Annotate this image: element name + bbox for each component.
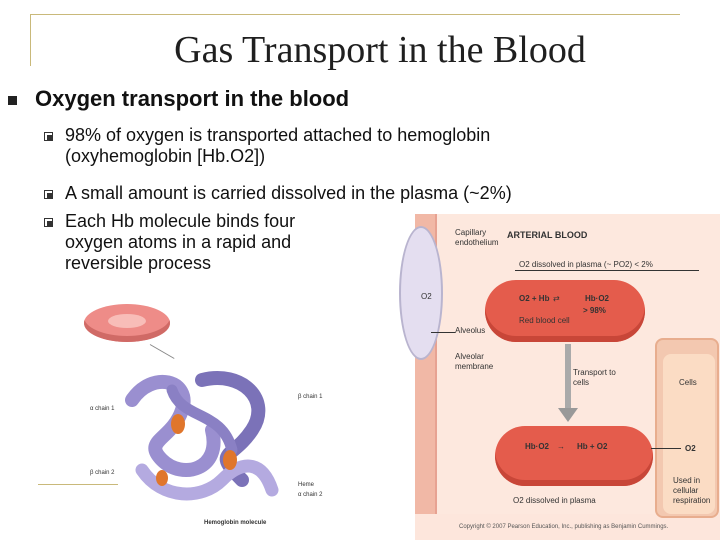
hemoglobin-molecule <box>125 371 279 501</box>
frame-left-line <box>30 14 31 66</box>
oxygen-transport-diagram: ARTERIAL BLOOD Capillary endothelium O2 … <box>399 214 720 540</box>
sub-bullet-3: Each Hb molecule binds four oxygen atoms… <box>65 211 295 274</box>
frame-top-line <box>30 14 680 15</box>
heme-label: Heme <box>298 482 315 488</box>
sub-bullet-2-line-1: A small amount is carried dissolved in t… <box>65 183 512 203</box>
o2-left-label: O2 <box>421 292 432 301</box>
alpha-chain-1-label: α chain 1 <box>90 406 115 412</box>
cells-label: Cells <box>679 378 697 387</box>
alveolar-membrane-label: Alveolar membrane <box>455 352 494 371</box>
reaction-top-left: O2 + Hb <box>519 294 550 303</box>
dissolved-bottom-label: O2 dissolved in plasma <box>513 496 596 505</box>
alveolus-shape <box>399 226 443 360</box>
sub-bullet-1-line-1: 98% of oxygen is transported attached to… <box>65 125 491 145</box>
used-label: Used in cellular respiration <box>673 476 711 505</box>
transport-label: Transport to cells <box>573 368 616 387</box>
o2-right-label: O2 <box>685 444 696 453</box>
red-blood-cell-top <box>485 280 645 342</box>
sub-bullet-2: A small amount is carried dissolved in t… <box>65 183 512 204</box>
arrow-icon: ⇄ <box>553 294 560 303</box>
plasma-line <box>515 270 699 271</box>
zoom-pointer-line <box>149 344 175 359</box>
alpha-chain-2-label: α chain 2 <box>298 492 323 498</box>
transport-arrow-icon <box>558 408 578 422</box>
rbc-label: Red blood cell <box>519 316 570 325</box>
transport-arrow-shaft <box>565 344 571 410</box>
alveolus-label: Alveolus <box>455 326 486 335</box>
alveolus-pointer <box>431 332 455 333</box>
red-blood-cell-disc <box>84 304 170 342</box>
beta-chain-2-label: β chain 2 <box>90 470 115 476</box>
sub-bullet-1-line-2: (oxyhemoglobin [Hb.O2]) <box>65 146 266 166</box>
sub-bullet-3-line-3: reversible process <box>65 253 212 273</box>
checkbox-bullet-icon <box>44 132 53 141</box>
tissue-cells-inner <box>663 354 715 514</box>
sub-bullet-3-line-1: Each Hb molecule binds four <box>65 211 296 231</box>
beta-chain-1-label: β chain 1 <box>298 394 323 400</box>
reaction-top-right: Hb·O2 <box>585 294 609 303</box>
arrow-icon: → <box>557 442 565 451</box>
square-bullet-icon <box>8 96 17 105</box>
frame-bottom-line <box>38 484 118 485</box>
red-blood-cell-bottom <box>495 426 653 486</box>
copyright-text: Copyright © 2007 Pearson Education, Inc.… <box>459 524 669 530</box>
hemoglobin-caption: Hemoglobin molecule <box>204 520 267 526</box>
main-bullet: Oxygen transport in the blood <box>35 86 350 111</box>
checkbox-bullet-icon <box>44 190 53 199</box>
arterial-blood-heading: ARTERIAL BLOOD <box>507 230 588 240</box>
capillary-label: Capillary endothelium <box>455 228 499 247</box>
checkbox-bullet-icon <box>44 218 53 227</box>
sub-bullet-3-line-2: oxygen atoms in a rapid and <box>65 232 292 252</box>
o2-exit-line <box>651 448 681 449</box>
percent-label: > 98% <box>583 306 606 315</box>
sub-bullet-1: 98% of oxygen is transported attached to… <box>65 125 490 167</box>
reaction-bottom-right: Hb + O2 <box>577 442 608 451</box>
dissolved-top-label: O2 dissolved in plasma (~ PO2) < 2% <box>519 260 653 269</box>
reaction-bottom-left: Hb·O2 <box>525 442 549 451</box>
slide-title: Gas Transport in the Blood <box>174 29 586 71</box>
